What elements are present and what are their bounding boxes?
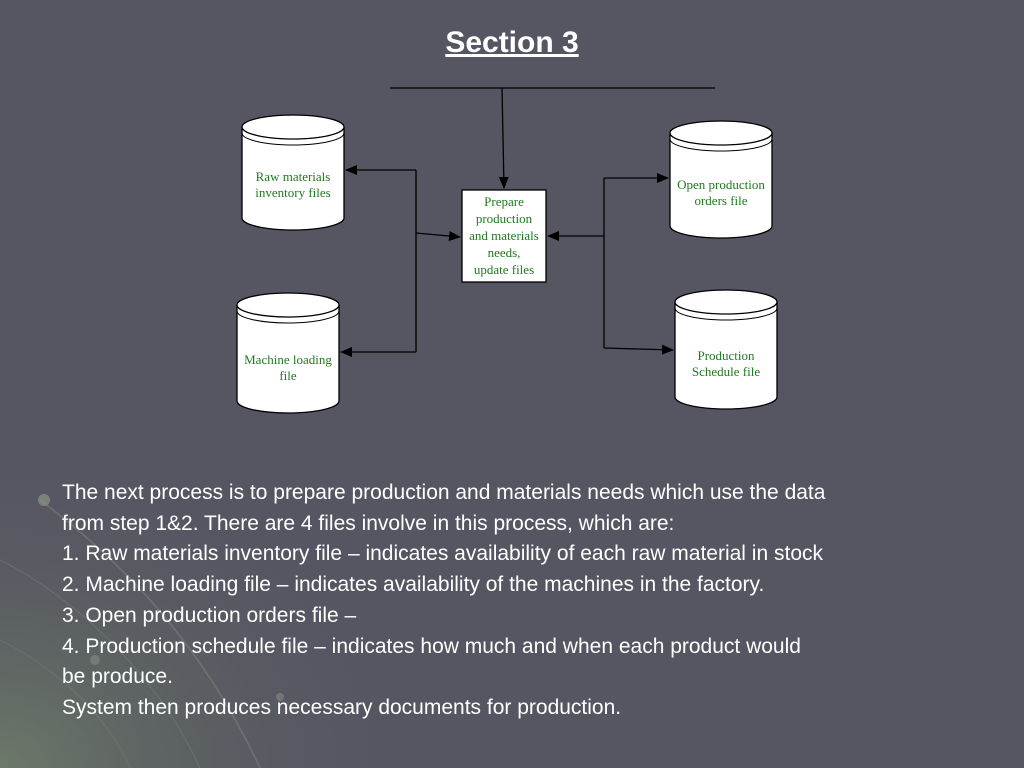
body-line: The next process is to prepare productio… [62,481,826,504]
body-line: 1. Raw materials inventory file – indica… [62,542,823,566]
body-line: from step 1&2. There are 4 files involve… [62,511,675,535]
open-orders-label-line: orders file [694,193,747,208]
process-box: Prepare production and materials needs, … [461,189,547,283]
slide-title: Section 3 [445,26,579,59]
schedule-file-cylinder: Production Schedule file [674,289,778,410]
right-connectors [547,173,674,355]
schedule-label-line: Schedule file [692,364,760,379]
body-line: System then produces necessary documents… [62,695,622,719]
open-orders-file-cylinder: Open production orders file [669,120,773,239]
body-text: The next process is to prepare productio… [62,478,1007,724]
body-line: be produce. [62,665,173,689]
body-line: 3. Open production orders file – [62,603,357,627]
schedule-label-line: Production [697,348,755,363]
process-label-line: Prepare [484,194,524,209]
left-connectors [340,165,461,357]
open-orders-label-line: Open production [677,177,765,192]
raw-materials-label-line: Raw materials [256,169,331,184]
machine-loading-label-line: Machine loading [244,352,332,367]
process-label-line: update files [474,262,534,277]
machine-loading-label-line: file [279,368,297,383]
body-line: 2. Machine loading file – indicates avai… [62,573,765,597]
raw-materials-label-line: inventory files [255,185,330,200]
process-label-line: production [476,211,533,226]
body-line: 4. Production schedule file – indicates … [62,634,801,658]
input-arrow [498,87,509,189]
raw-materials-file-cylinder: Raw materials inventory files [241,114,345,231]
data-flow-diagram: Prepare production and materials needs, … [236,87,778,414]
machine-loading-file-cylinder: Machine loading file [236,292,340,414]
process-label-line: needs, [488,245,521,260]
process-label-line: and materials [469,228,539,243]
